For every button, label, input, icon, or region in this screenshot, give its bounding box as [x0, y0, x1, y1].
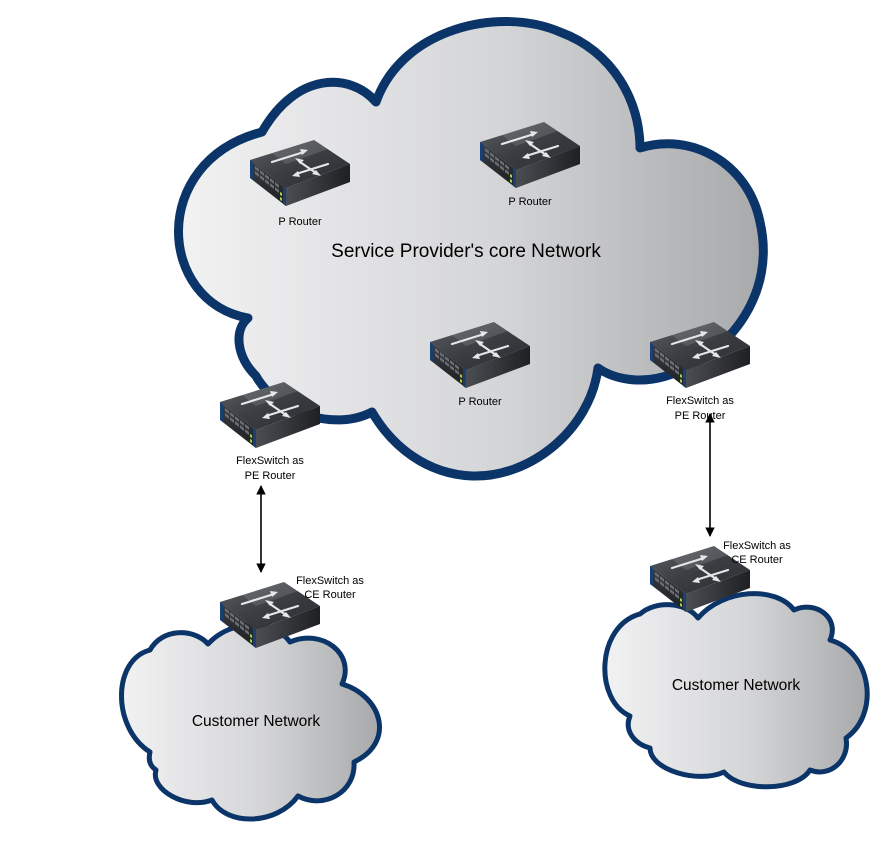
core-network-label: Service Provider's core Network	[331, 241, 601, 262]
pe-router-right-label-line1: FlexSwitch as	[666, 395, 734, 407]
customer-network-label-right: Customer Network	[672, 677, 801, 694]
pe-router-left-label-line1: FlexSwitch as	[236, 455, 304, 467]
ce-router-right-label-line2: CE Router	[731, 554, 783, 566]
p-router-3-label: P Router	[458, 396, 502, 408]
ce-router-right-label-line1: FlexSwitch as	[723, 540, 791, 552]
pe-router-left-label-line2: PE Router	[245, 470, 296, 482]
p-router-1-label: P Router	[278, 216, 322, 228]
p-router-2-label: P Router	[508, 196, 552, 208]
ce-router-left-label-line1: FlexSwitch as	[296, 575, 364, 587]
core-network-cloud	[174, 17, 768, 481]
ce-router-left-label-line2: CE Router	[304, 589, 356, 601]
pe-router-right-label-line2: PE Router	[675, 410, 726, 422]
customer-network-cloud-right	[602, 591, 870, 790]
customer-network-label-left: Customer Network	[192, 713, 321, 730]
customer-network-cloud-left	[119, 622, 382, 822]
